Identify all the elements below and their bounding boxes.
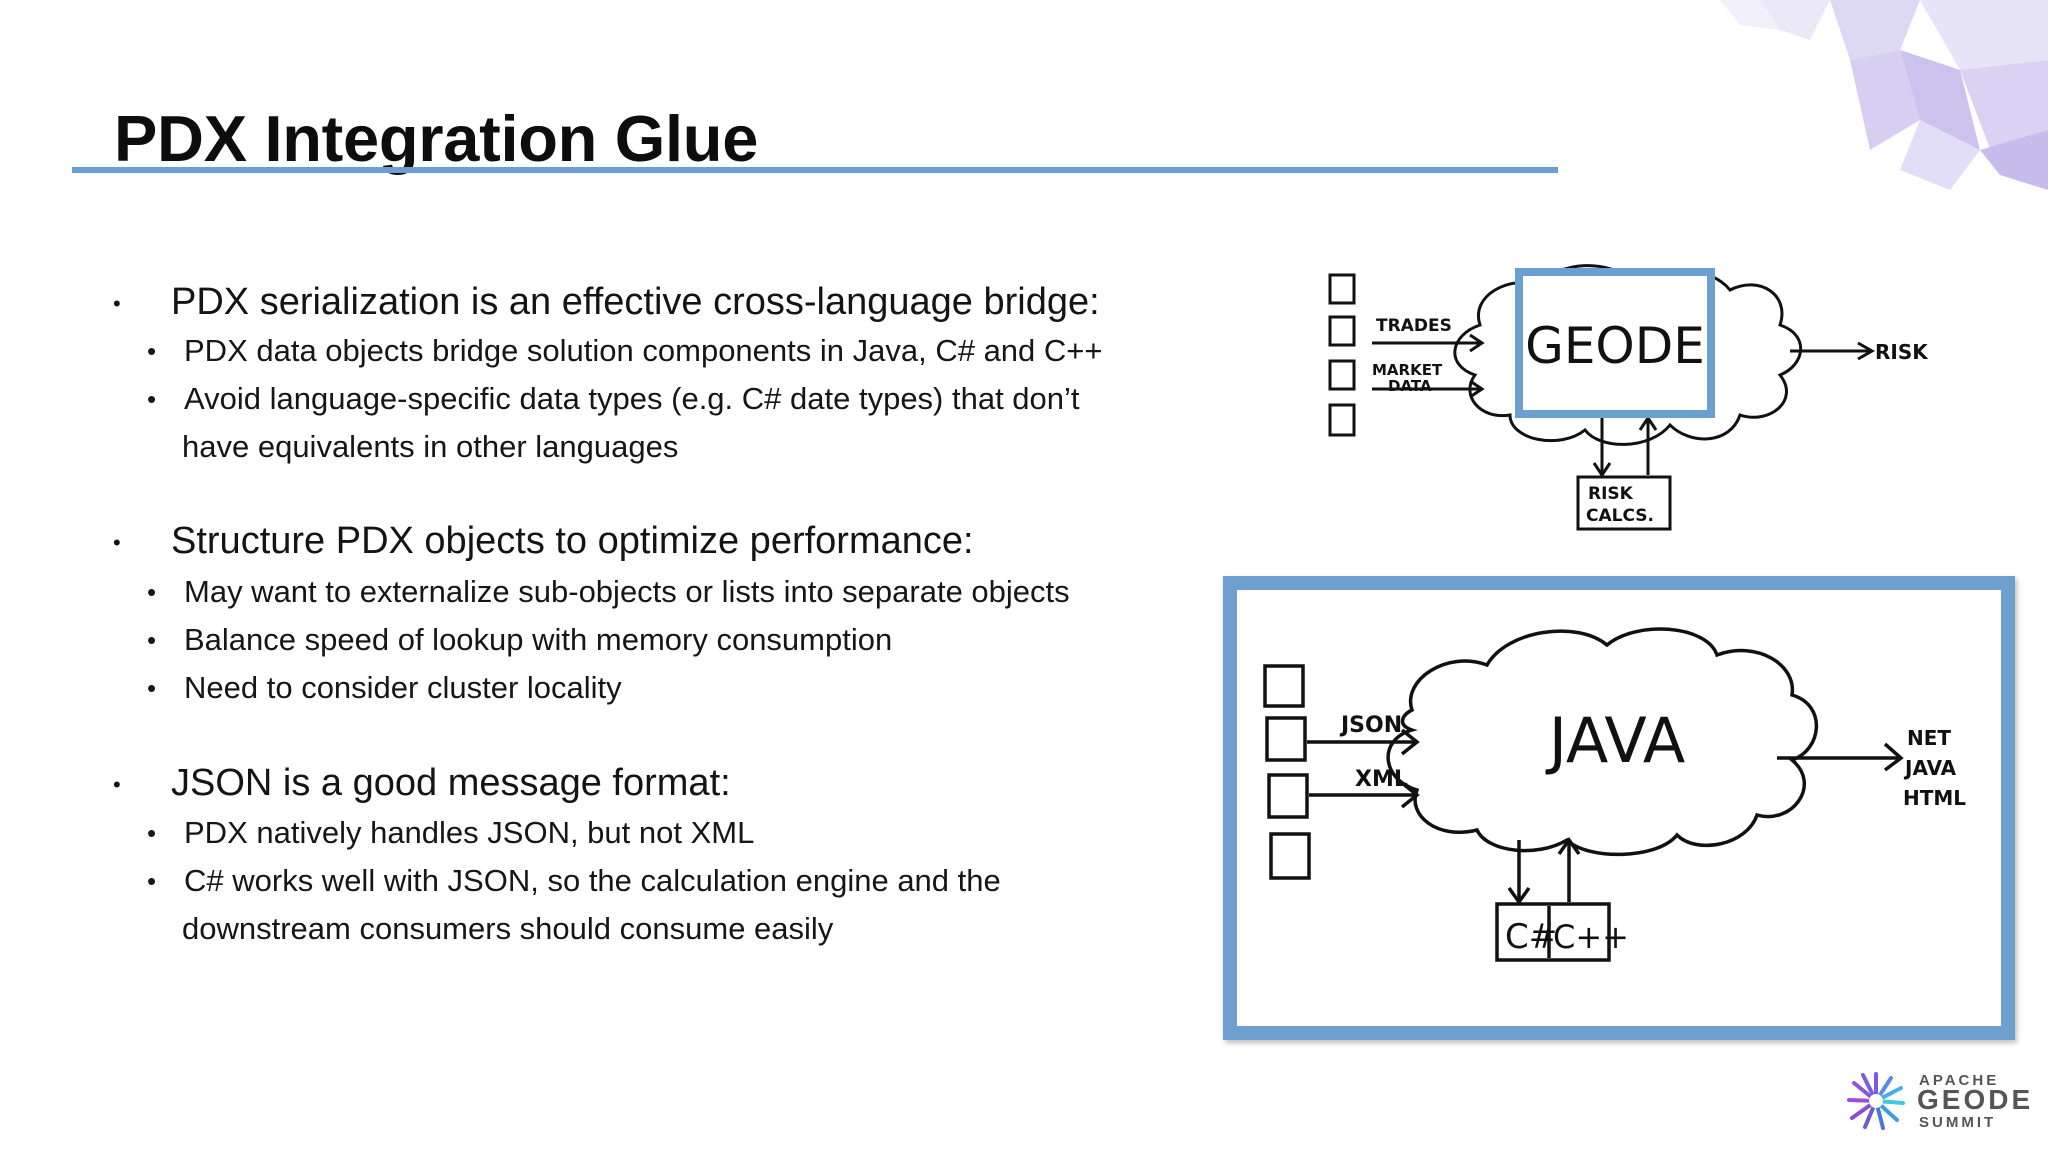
sub-bullet: Balance speed of lookup with memory cons…: [147, 616, 892, 664]
crystal-decoration: [1720, 0, 2048, 190]
bullet-heading: Structure PDX objects to optimize perfor…: [113, 519, 974, 565]
java-sketch-frame: JAVA JSON XML NET JAVA HTML C# C++: [1223, 576, 2015, 1040]
java-label: JAVA: [1545, 704, 1686, 777]
sub-bullet: Need to consider cluster locality: [147, 664, 622, 712]
csharp-label: C#: [1505, 917, 1557, 957]
data-label: DATA: [1388, 377, 1432, 395]
logo-apache: APACHE: [1919, 1072, 2000, 1089]
sub-bullet-continuation: have equivalents in other languages: [182, 429, 679, 464]
sub-bullet: PDX data objects bridge solution compone…: [147, 327, 1102, 375]
risk-label: RISK: [1875, 340, 1929, 364]
sub-bullet: Avoid language-specific data types (e.g.…: [147, 375, 1080, 423]
risk-calcs-line2: CALCS.: [1586, 506, 1654, 526]
cpp-label: C++: [1553, 918, 1629, 956]
xml-label: XML: [1355, 767, 1408, 792]
page-title: PDX Integration Glue: [114, 102, 759, 175]
sub-bullet: PDX natively handles JSON, but not XML: [147, 809, 754, 857]
json-label: JSON: [1339, 713, 1402, 738]
html-label: HTML: [1903, 786, 1966, 810]
logo-summit: SUMMIT: [1919, 1114, 1997, 1131]
sub-bullet-continuation: downstream consumers should consume easi…: [182, 911, 834, 946]
title-underline: [72, 167, 1558, 173]
risk-calcs-line1: RISK: [1588, 484, 1634, 504]
market-label: MARKET: [1372, 361, 1443, 379]
geode-sketch-diagram: GEODE TRADES MARKET DATA RISK RISK CALCS…: [1328, 264, 1929, 531]
java-output-label: JAVA: [1903, 756, 1957, 780]
apache-geode-summit-logo: APACHE GEODE SUMMIT: [1845, 1068, 2045, 1136]
bullet-heading: PDX serialization is an effective cross-…: [113, 280, 1100, 326]
java-sketch-diagram: JAVA JSON XML NET JAVA HTML C# C++: [1263, 627, 1966, 962]
sub-bullet: May want to externalize sub-objects or l…: [147, 568, 1070, 616]
trades-label: TRADES: [1376, 316, 1452, 336]
bullet-list: PDX serialization is an effective cross-…: [0, 0, 1220, 1000]
geode-burst-icon: [1847, 1072, 1905, 1130]
geode-label: GEODE: [1525, 317, 1705, 375]
bullet-heading: JSON is a good message format:: [113, 761, 731, 807]
logo-geode: GEODE: [1917, 1084, 2034, 1115]
net-label: NET: [1907, 726, 1951, 750]
sub-bullet: C# works well with JSON, so the calculat…: [147, 857, 1001, 905]
